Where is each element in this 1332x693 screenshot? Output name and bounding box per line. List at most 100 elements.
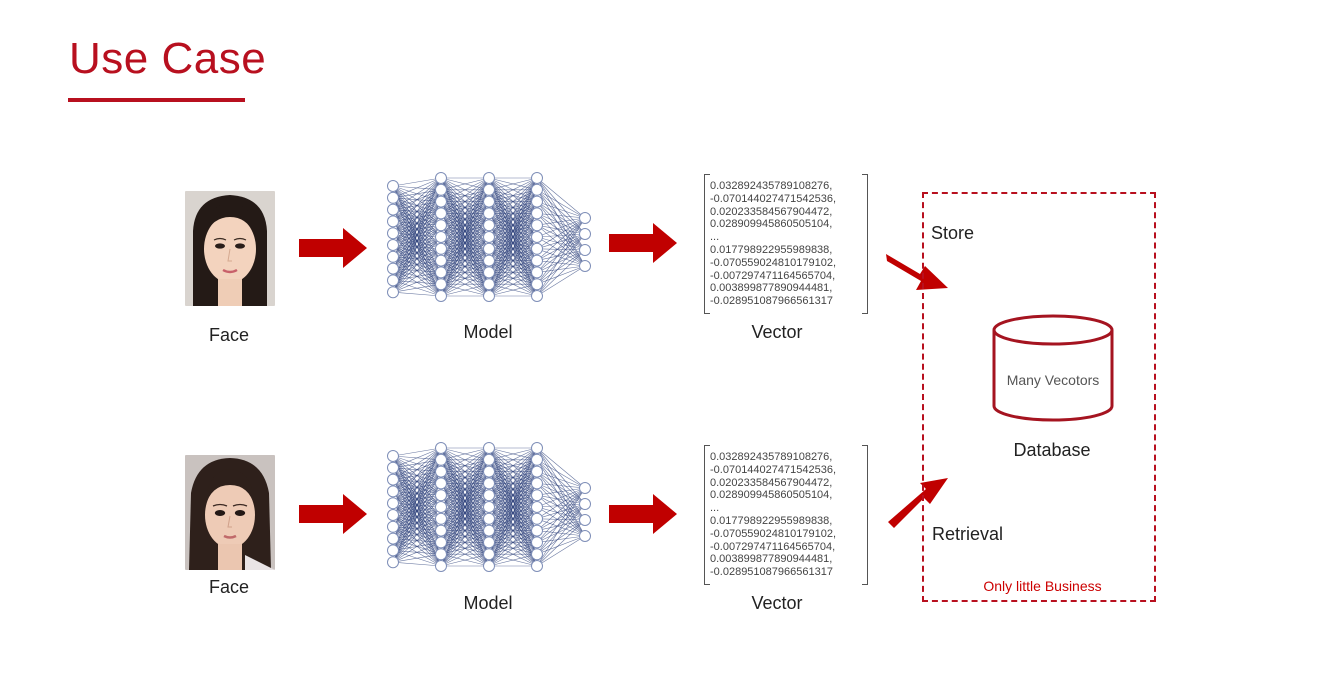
neuron-node [531,183,543,196]
neuron-node [387,180,399,192]
neuron-node [483,501,495,513]
face-image-1 [185,191,275,306]
model-label-1: Model [463,322,513,342]
neuron-node [387,473,399,486]
neuron-node [531,501,543,513]
neuron-node [531,512,543,525]
neuron-node [483,548,495,561]
vector-values-1: 0.032892435789108276, -0.070144027471542… [704,174,868,314]
neuron-node [387,520,399,533]
database-inner-text: Many Vecotors [1006,372,1100,388]
neuron-node [483,172,495,184]
neuron-node [531,254,543,267]
vector-values-2: 0.032892435789108276, -0.070144027471542… [704,445,868,585]
neuron-node [435,489,447,502]
neuron-node [483,183,495,196]
neuron-node [579,514,591,526]
neuron-node [387,191,399,204]
neuron-node [387,497,399,510]
neuron-node [435,548,447,561]
neuron-node [483,512,495,525]
neuron-node [483,536,495,549]
neuron-node [387,286,399,299]
arrow-right-icon [609,494,677,534]
neuron-node [387,262,399,275]
database-box-caption: Only little Business [983,578,1102,594]
neuron-node [531,548,543,561]
neuron-node [579,228,591,240]
neuron-node [483,290,495,302]
neuron-node [579,498,591,510]
neuron-node [531,524,543,537]
arrow-right-icon [299,494,367,534]
face-image-2 [185,455,275,570]
neuron-node [483,242,495,255]
neuron-node [579,212,591,224]
neuron-node [387,450,399,462]
neuron-node [435,278,447,291]
neuron-node [435,442,447,454]
neuron-node [531,219,543,232]
model-label-2: Model [463,593,513,613]
neuron-node [435,501,447,513]
neuron-node [483,195,495,208]
neuron-node [435,231,447,243]
neuron-node [435,219,447,232]
neuron-node [531,207,543,220]
neuron-node [387,203,399,216]
neuron-node [435,512,447,525]
store-arrow-icon [886,254,948,290]
neuron-node [483,524,495,537]
neuron-node [387,215,399,228]
neuron-node [435,172,447,184]
neuron-node [387,485,399,498]
retrieval-label: Retrieval [932,524,1004,544]
neuron-node [531,465,543,478]
neuron-node [531,489,543,502]
neuron-node [483,465,495,478]
neuron-node [435,195,447,208]
neuron-node [387,544,399,557]
neuron-node [531,560,543,572]
neuron-node [435,266,447,279]
neural-network-icon-2 [387,442,591,572]
arrow-right-icon [299,228,367,268]
neuron-node [483,489,495,502]
neuron-node [387,239,399,251]
face-label-2: Face [208,577,250,597]
neuron-node [531,536,543,549]
neuron-node [483,442,495,454]
neuron-node [531,290,543,302]
database-cylinder-icon [992,314,1114,422]
retrieval-arrow-icon [888,478,948,528]
neuron-node [435,477,447,490]
neuron-node [483,278,495,291]
neuron-node [387,274,399,287]
neuron-node [387,227,399,240]
neuron-node [387,532,399,545]
neuron-node [435,524,447,537]
neuron-node [579,482,591,494]
neuron-node [483,560,495,572]
neuron-node [531,172,543,184]
neuron-node [435,207,447,220]
neuron-node [483,266,495,279]
neuron-node [387,509,399,521]
neuron-node [387,461,399,474]
neuron-node [435,290,447,302]
neuron-node [531,231,543,243]
neuron-node [387,556,399,569]
neuron-node [483,219,495,232]
neuron-node [531,266,543,279]
store-label: Store [931,223,975,243]
neuron-node [435,453,447,466]
database-dashed-box [922,192,1156,602]
neuron-node [483,477,495,490]
neuron-node [435,465,447,478]
vector-label-1: Vector [751,322,803,342]
neuron-node [483,453,495,466]
neuron-node [435,183,447,196]
neural-network-icon-1 [387,172,591,302]
neuron-node [435,536,447,549]
neuron-node [579,260,591,272]
